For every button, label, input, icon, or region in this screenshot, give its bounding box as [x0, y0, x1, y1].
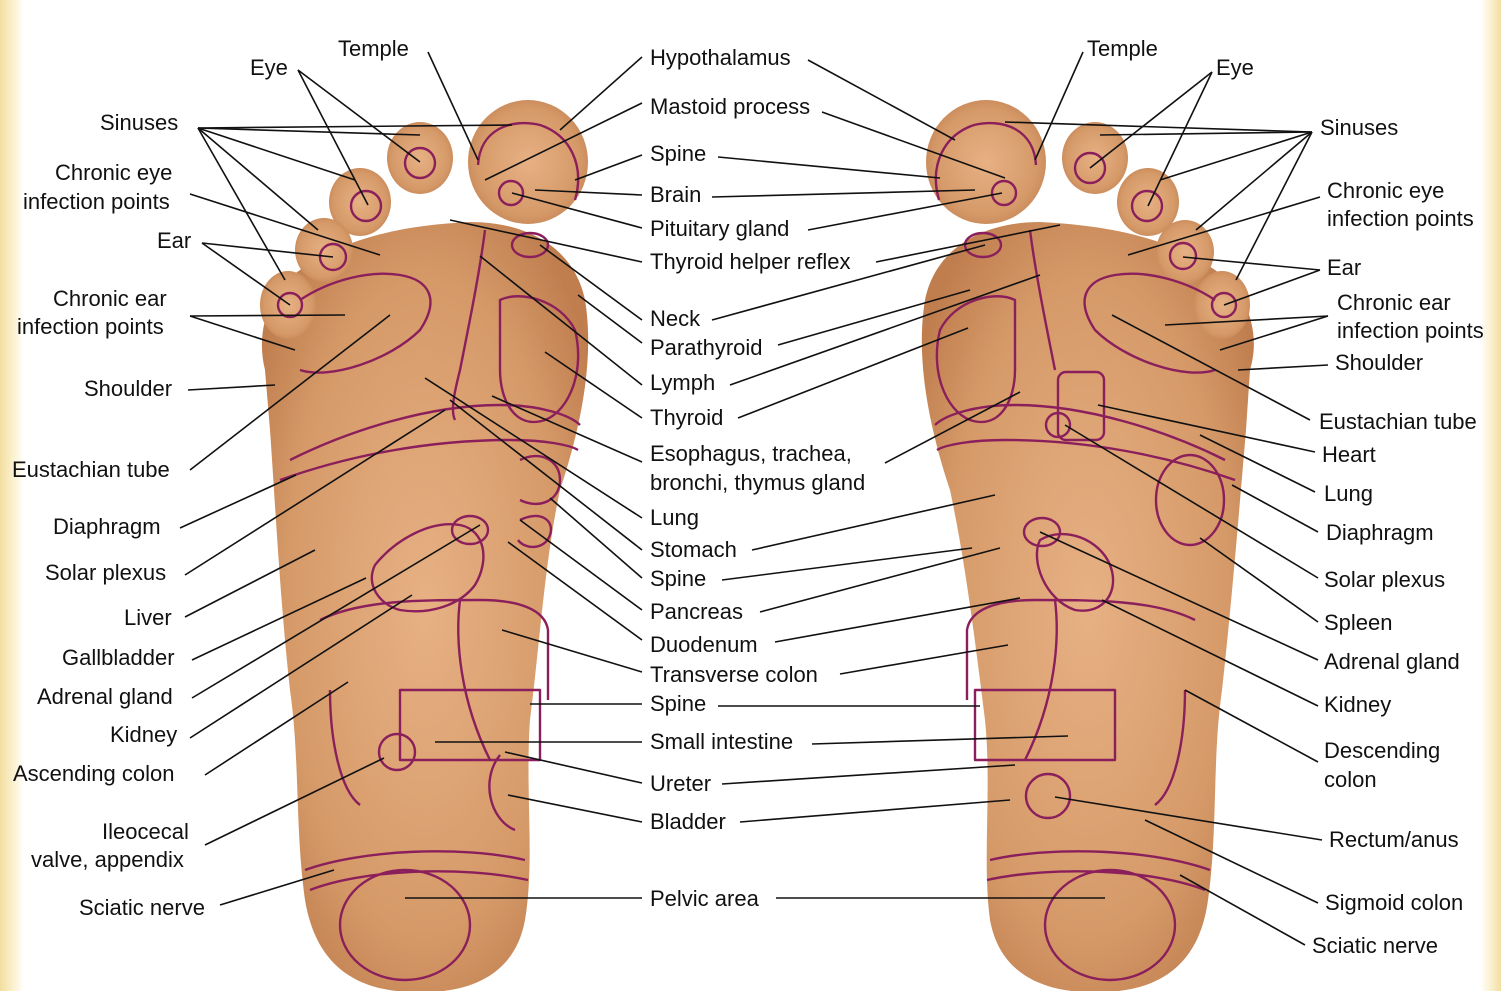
label-left-kidney: Kidney — [110, 722, 177, 747]
label-spine-1: Spine — [650, 141, 706, 166]
label-left-ear: Ear — [157, 228, 191, 253]
label-small-intestine: Small intestine — [650, 729, 793, 754]
label-bladder: Bladder — [650, 809, 726, 834]
label-left-liver: Liver — [124, 605, 172, 630]
label-left-ileocecal-1: Ileocecal — [102, 819, 189, 844]
label-thyroid: Thyroid — [650, 405, 723, 430]
label-right-chronic-eye-1: Chronic eye — [1327, 178, 1444, 203]
label-left-temple: Temple — [338, 36, 409, 61]
label-stomach: Stomach — [650, 537, 737, 562]
label-brain: Brain — [650, 182, 701, 207]
label-lung: Lung — [650, 505, 699, 530]
label-right-sigmoid-colon: Sigmoid colon — [1325, 890, 1463, 915]
label-pancreas: Pancreas — [650, 599, 743, 624]
label-left-ileocecal-2: valve, appendix — [31, 847, 184, 872]
label-spine-2: Spine — [650, 566, 706, 591]
left-foot — [260, 100, 588, 991]
label-right-adrenal-gland: Adrenal gland — [1324, 649, 1460, 674]
label-pituitary-gland: Pituitary gland — [650, 216, 789, 241]
label-left-chronic-eye-1: Chronic eye — [55, 160, 172, 185]
label-right-chronic-ear-2: infection points — [1337, 318, 1484, 343]
label-neck: Neck — [650, 306, 701, 331]
label-right-rectum-anus: Rectum/anus — [1329, 827, 1459, 852]
label-left-ascending-colon: Ascending colon — [13, 761, 174, 786]
label-left-eye: Eye — [250, 55, 288, 80]
label-mastoid-process: Mastoid process — [650, 94, 810, 119]
label-right-eye: Eye — [1216, 55, 1254, 80]
label-thyroid-helper-reflex: Thyroid helper reflex — [650, 249, 851, 274]
label-right-shoulder: Shoulder — [1335, 350, 1423, 375]
label-duodenum: Duodenum — [650, 632, 758, 657]
label-right-ear: Ear — [1327, 255, 1361, 280]
label-left-adrenal-gland: Adrenal gland — [37, 684, 173, 709]
label-left-gallbladder: Gallbladder — [62, 645, 175, 670]
label-right-chronic-eye-2: infection points — [1327, 206, 1474, 231]
label-left-sciatic-nerve: Sciatic nerve — [79, 895, 205, 920]
label-right-eustachian-tube: Eustachian tube — [1319, 409, 1477, 434]
label-esophagus-1: Esophagus, trachea, — [650, 441, 852, 466]
label-hypothalamus: Hypothalamus — [650, 45, 791, 70]
label-left-diaphragm: Diaphragm — [53, 514, 161, 539]
label-right-diaphragm: Diaphragm — [1326, 520, 1434, 545]
label-pelvic-area: Pelvic area — [650, 886, 760, 911]
label-left-chronic-ear-2: infection points — [17, 314, 164, 339]
label-right-solar-plexus: Solar plexus — [1324, 567, 1445, 592]
label-right-spleen: Spleen — [1324, 610, 1393, 635]
label-right-descending-2: colon — [1324, 767, 1377, 792]
label-left-sinuses: Sinuses — [100, 110, 178, 135]
label-left-chronic-ear-1: Chronic ear — [53, 286, 167, 311]
label-right-descending-1: Descending — [1324, 738, 1440, 763]
label-right-sinuses: Sinuses — [1320, 115, 1398, 140]
label-left-shoulder: Shoulder — [84, 376, 172, 401]
label-lymph: Lymph — [650, 370, 715, 395]
label-right-chronic-ear-1: Chronic ear — [1337, 290, 1451, 315]
label-transverse-colon: Transverse colon — [650, 662, 818, 687]
label-ureter: Ureter — [650, 771, 711, 796]
label-right-heart: Heart — [1322, 442, 1376, 467]
label-left-eustachian-tube: Eustachian tube — [12, 457, 170, 482]
label-parathyroid: Parathyroid — [650, 335, 763, 360]
label-right-kidney: Kidney — [1324, 692, 1391, 717]
label-right-sciatic-nerve: Sciatic nerve — [1312, 933, 1438, 958]
label-left-chronic-eye-2: infection points — [23, 189, 170, 214]
right-foot — [922, 100, 1254, 991]
label-esophagus-2: bronchi, thymus gland — [650, 470, 865, 495]
label-spine-3: Spine — [650, 691, 706, 716]
label-right-lung: Lung — [1324, 481, 1373, 506]
label-left-solar-plexus: Solar plexus — [45, 560, 166, 585]
label-right-temple: Temple — [1087, 36, 1158, 61]
